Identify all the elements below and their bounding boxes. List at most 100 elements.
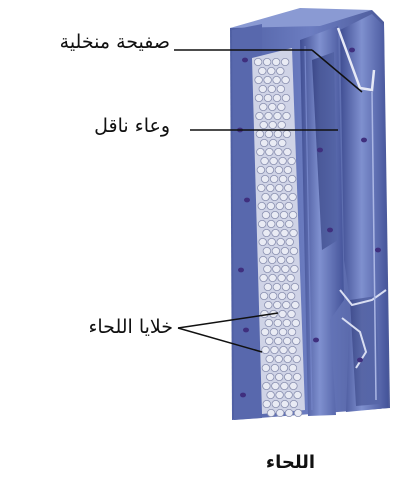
phloem-cell [268,238,276,245]
nucleus-dot [349,48,355,53]
phloem-cell [280,346,288,353]
nucleus-dot [357,358,363,363]
nucleus-dot [313,338,319,343]
phloem-cell [263,382,271,389]
phloem-cell [281,247,289,254]
phloem-cell [269,139,277,146]
nucleus-dot [243,328,249,333]
phloem-cell [265,319,273,326]
phloem-cell [277,67,285,74]
phloem-cell [290,400,298,407]
phloem-cell [290,247,298,254]
phloem-cell [283,319,291,326]
phloem-cell [258,184,266,191]
phloem-cell [283,337,291,344]
phloem-cell [271,364,279,371]
label-sieve-plate: صفيحة منخلية [60,31,170,53]
phloem-cell [268,67,276,74]
phloem-cell [264,94,272,101]
phloem-cell [284,166,292,173]
phloem-cell [265,112,273,119]
phloem-cell [285,391,293,398]
phloem-cell [263,58,271,65]
phloem-cell [282,283,290,290]
phloem-cell [282,94,290,101]
phloem-cell [267,202,275,209]
nucleus-dot [361,138,367,143]
phloem-cell [277,85,285,92]
phloem-cell [285,220,293,227]
phloem-cell [274,319,282,326]
phloem-cell [282,265,290,272]
phloem-cell [276,409,284,416]
phloem-cell [292,319,300,326]
phloem-cell [285,202,293,209]
phloem-cell [262,346,270,353]
phloem-cell [265,301,273,308]
nucleus-dot [244,198,250,203]
phloem-cell [284,373,292,380]
phloem-cell [264,76,272,83]
phloem-cell [254,58,262,65]
phloem-cell [270,328,278,335]
nucleus-dot [327,228,333,233]
phloem-cell [260,292,268,299]
phloem-cell [273,265,281,272]
phloem-cell [290,382,298,389]
phloem-cell [276,184,284,191]
phloem-cell [288,310,296,317]
phloem-cell [279,175,287,182]
phloem-cell [275,148,283,155]
phloem-cell [276,220,284,227]
phloem-cell [269,103,277,110]
phloem-cell [269,274,277,281]
phloem-cell [281,382,289,389]
phloem-cell [289,364,297,371]
phloem-cell [279,157,287,164]
label-vessel: وعاء ناقل [94,115,170,137]
phloem-cell [267,184,275,191]
nucleus-dot [375,248,381,253]
phloem-cell [264,265,272,272]
phloem-cell [276,202,284,209]
phloem-cell [266,373,274,380]
phloem-cell [267,391,275,398]
phloem-cell [266,355,274,362]
phloem-cell [273,76,281,83]
phloem-cell [263,229,271,236]
phloem-cell [287,274,295,281]
phloem-cell [278,139,286,146]
phloem-cell [275,166,283,173]
phloem-cell [281,400,289,407]
phloem-cell [280,364,288,371]
phloem-cell [271,193,279,200]
phloem-cell [264,283,272,290]
phloem-cell [288,157,296,164]
phloem-cell [261,175,269,182]
phloem-cell [283,301,291,308]
phloem-cell [280,193,288,200]
phloem-cell [289,193,297,200]
phloem-cell [277,256,285,263]
phloem-cell [285,409,293,416]
phloem-cell [260,121,268,128]
phloem-cell [262,364,270,371]
phloem-cell [271,346,279,353]
phloem-cell [259,67,267,74]
phloem-cell [266,166,274,173]
phloem-cell [272,400,280,407]
phloem-cell [261,328,269,335]
phloem-cell [265,337,273,344]
phloem-cell [265,130,273,137]
phloem-cell [290,229,298,236]
phloem-cell [271,211,279,218]
phloem-cell [281,58,289,65]
phloem-cell [293,373,301,380]
phloem-cell [276,391,284,398]
phloem-cell [277,238,285,245]
phloem-cell [267,220,275,227]
phloem-cell [291,265,299,272]
phloem-cell [256,112,264,119]
phloem-cell [266,148,274,155]
